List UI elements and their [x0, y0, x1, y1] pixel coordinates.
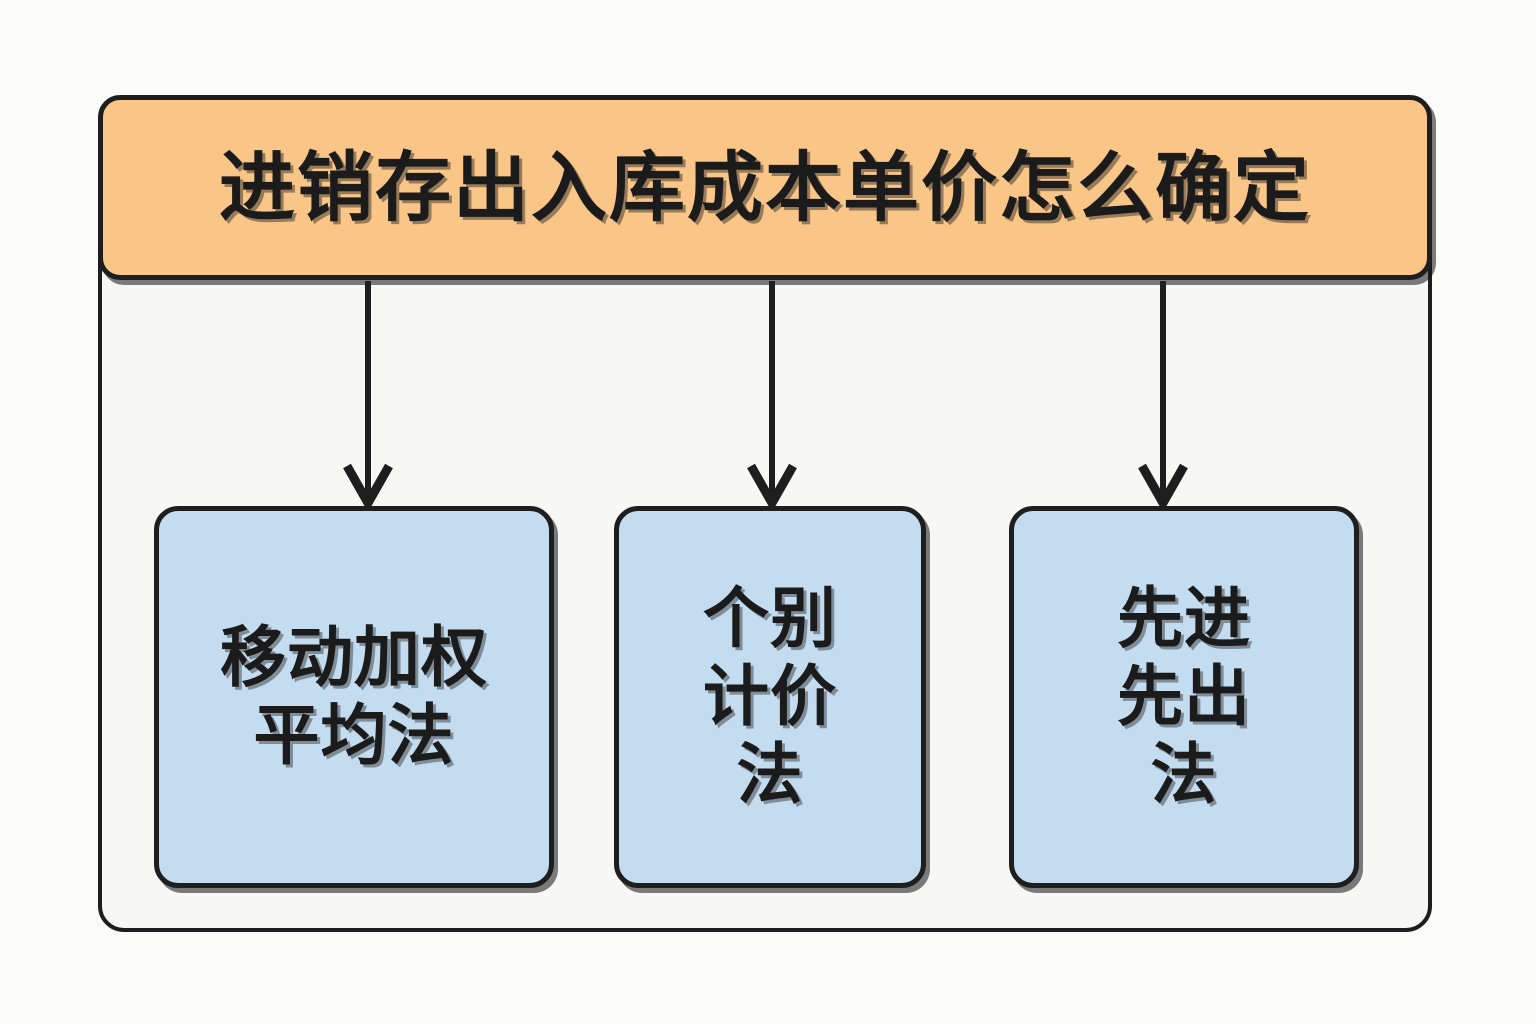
- leaf-node-specific-identification[interactable]: 个别计价法: [614, 506, 926, 888]
- leaf-node-label-1: 移动加权平均法: [220, 619, 488, 774]
- leaf-node-label-3: 先进先出法: [1117, 580, 1251, 813]
- root-node[interactable]: 进销存出入库成本单价怎么确定: [98, 95, 1432, 280]
- leaf-node-row: 移动加权平均法 个别计价法 先进先出法: [98, 506, 1432, 891]
- leaf-node-moving-weighted-average[interactable]: 移动加权平均法: [154, 506, 554, 888]
- leaf-node-label-2: 个别计价法: [703, 580, 837, 813]
- root-node-label: 进销存出入库成本单价怎么确定: [219, 142, 1311, 232]
- leaf-node-fifo[interactable]: 先进先出法: [1009, 506, 1359, 888]
